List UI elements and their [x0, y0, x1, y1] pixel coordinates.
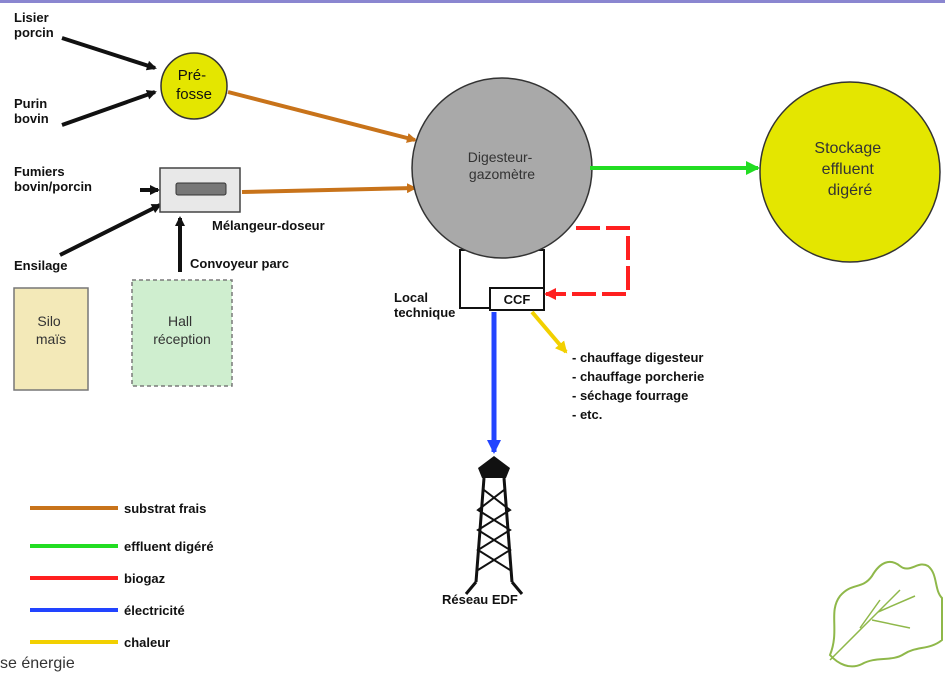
silo-label: Silo maïs [36, 313, 66, 347]
legend-label-electricite: électricité [124, 603, 185, 618]
arrow-substrat-mixer [241, 183, 417, 194]
ccf-label: CCF [504, 292, 531, 307]
legend: substrat frais effluent digéré biogaz él… [30, 501, 214, 650]
label-lisier: Lisier porcin [14, 10, 54, 40]
hall-box [131, 279, 233, 387]
arrow-substrat-prefosse [227, 90, 417, 143]
label-fumiers: Fumiers bovin/porcin [14, 164, 92, 194]
prefosse-label: Pré- fosse [176, 67, 212, 103]
digester-label: Digesteur- gazomètre [468, 149, 536, 182]
silo-box [13, 287, 89, 391]
footer-brand: se énergie [0, 655, 75, 672]
label-convoyeur: Convoyeur parc [190, 256, 289, 271]
label-purin: Purin bovin [14, 96, 51, 126]
arrow-lisier [61, 36, 157, 71]
leaf-logo-icon [828, 560, 943, 668]
label-melangeur: Mélangeur-doseur [212, 218, 325, 233]
uses-list: - chauffage digesteur - chauffage porche… [572, 350, 708, 422]
label-lisier-1: Lisier [14, 10, 49, 25]
arrow-purin [61, 89, 157, 127]
storage-label: Stockage effluent digéré [814, 140, 885, 199]
mixer-slot [175, 182, 227, 196]
label-local: Local technique [394, 290, 455, 320]
arrow-biogaz [544, 226, 630, 300]
legend-label-effluent: effluent digéré [124, 539, 214, 554]
legend-label-substrat: substrat frais [124, 501, 206, 516]
hall-label: Hall réception [153, 313, 211, 347]
prefosse-circle [160, 52, 228, 120]
label-reseau: Réseau EDF [442, 592, 518, 607]
storage-circle [759, 81, 941, 263]
arrow-chaleur [530, 310, 568, 354]
top-border [0, 0, 945, 3]
pylon-icon [464, 456, 524, 595]
label-ensilage: Ensilage [14, 258, 67, 273]
arrow-ensilage [59, 203, 162, 257]
legend-label-chaleur: chaleur [124, 635, 170, 650]
label-lisier-2: porcin [14, 25, 54, 40]
legend-label-biogaz: biogaz [124, 571, 166, 586]
